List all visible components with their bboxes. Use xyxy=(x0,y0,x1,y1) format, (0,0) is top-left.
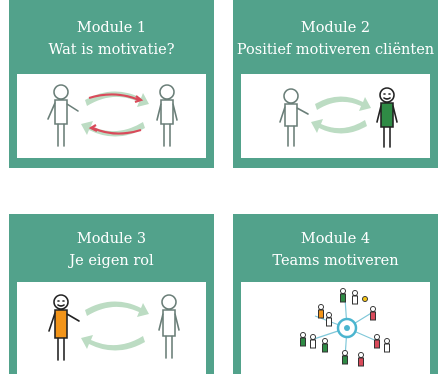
right-person-dark-icon xyxy=(376,87,398,148)
right-person-icon xyxy=(156,84,178,147)
module-card-1[interactable]: Module 1 Wat is motivatie? xyxy=(9,0,214,168)
module-4-number: Module 4 xyxy=(300,231,371,247)
module-card-1-title: Module 1 Wat is motivatie? xyxy=(9,0,214,61)
exchange-arrows-icon xyxy=(81,91,149,137)
module-3-illustration xyxy=(17,282,206,374)
module-1-illustration xyxy=(17,74,206,158)
module-card-3[interactable]: Module 3 Je eigen rol xyxy=(9,214,214,374)
module-3-subtitle: Je eigen rol xyxy=(69,253,154,269)
team-network-icon xyxy=(300,288,390,367)
exchange-arrows-icon xyxy=(81,301,149,351)
module-4-subtitle: Teams motiveren xyxy=(272,253,399,269)
module-card-3-title: Module 3 Je eigen rol xyxy=(9,214,214,272)
module-card-2[interactable]: Module 2 Positief motiveren cliënten xyxy=(233,0,438,168)
module-4-illustration xyxy=(241,282,430,374)
right-person-icon xyxy=(158,294,180,359)
exchange-arrows-icon xyxy=(311,96,371,134)
orange-person-icon xyxy=(48,294,80,361)
module-3-number: Module 3 xyxy=(76,231,147,247)
module-2-subtitle: Positief motiveren cliënten xyxy=(236,42,435,58)
module-card-4[interactable]: Module 4 Teams motiveren xyxy=(233,214,438,374)
module-2-illustration xyxy=(241,74,430,158)
module-1-number: Module 1 xyxy=(76,20,147,36)
left-person-icon xyxy=(47,84,79,147)
module-card-4-title: Module 4 Teams motiveren xyxy=(233,214,438,272)
left-person-icon xyxy=(279,88,309,147)
module-1-subtitle: Wat is motivatie? xyxy=(48,42,175,58)
module-2-number: Module 2 xyxy=(300,20,371,36)
module-card-2-title: Module 2 Positief motiveren cliënten xyxy=(233,0,438,61)
